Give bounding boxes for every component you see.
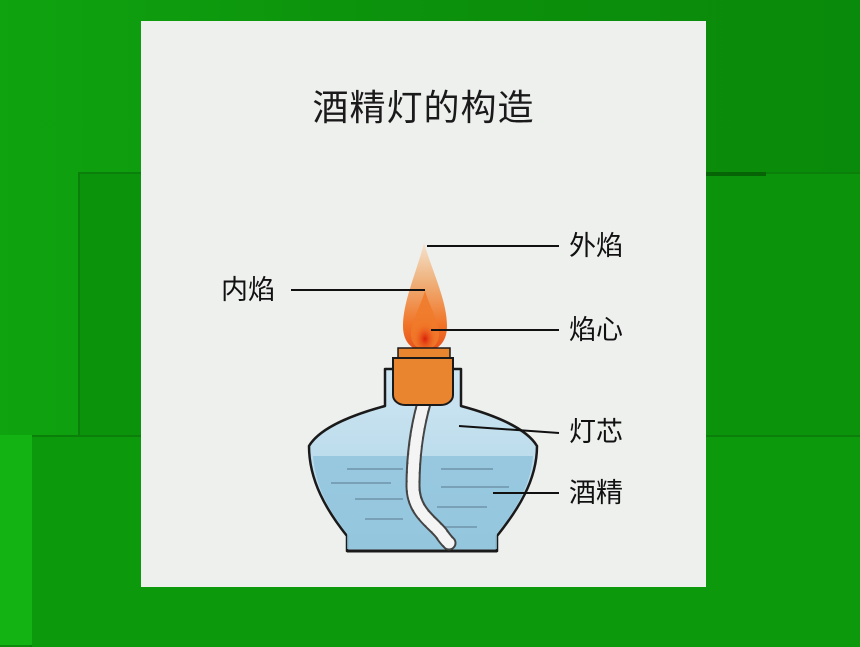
liquid-lines <box>331 468 509 528</box>
wick-holder <box>392 347 454 406</box>
label-outer-flame: 外焰 <box>569 231 623 262</box>
label-alcohol: 酒精 <box>569 478 623 509</box>
wick <box>405 395 457 551</box>
alcohol-lamp-diagram: 外焰 内焰 焰心 灯芯 酒精 <box>221 231 623 553</box>
label-wick: 灯芯 <box>569 417 623 448</box>
label-inner-flame: 内焰 <box>221 275 275 306</box>
diagram-panel: 酒精灯的构造 <box>141 21 706 587</box>
flame <box>403 243 447 351</box>
background-left-strip <box>0 435 32 645</box>
leader-wick <box>458 425 560 434</box>
diagram-title: 酒精灯的构造 <box>312 88 535 129</box>
flame-core-shape <box>415 322 435 350</box>
label-flame-core: 焰心 <box>569 315 623 346</box>
wick-holder-body <box>392 357 454 406</box>
wick-holder-cap <box>397 347 451 359</box>
background-dark-line <box>706 172 766 176</box>
leader-lines <box>291 245 560 494</box>
